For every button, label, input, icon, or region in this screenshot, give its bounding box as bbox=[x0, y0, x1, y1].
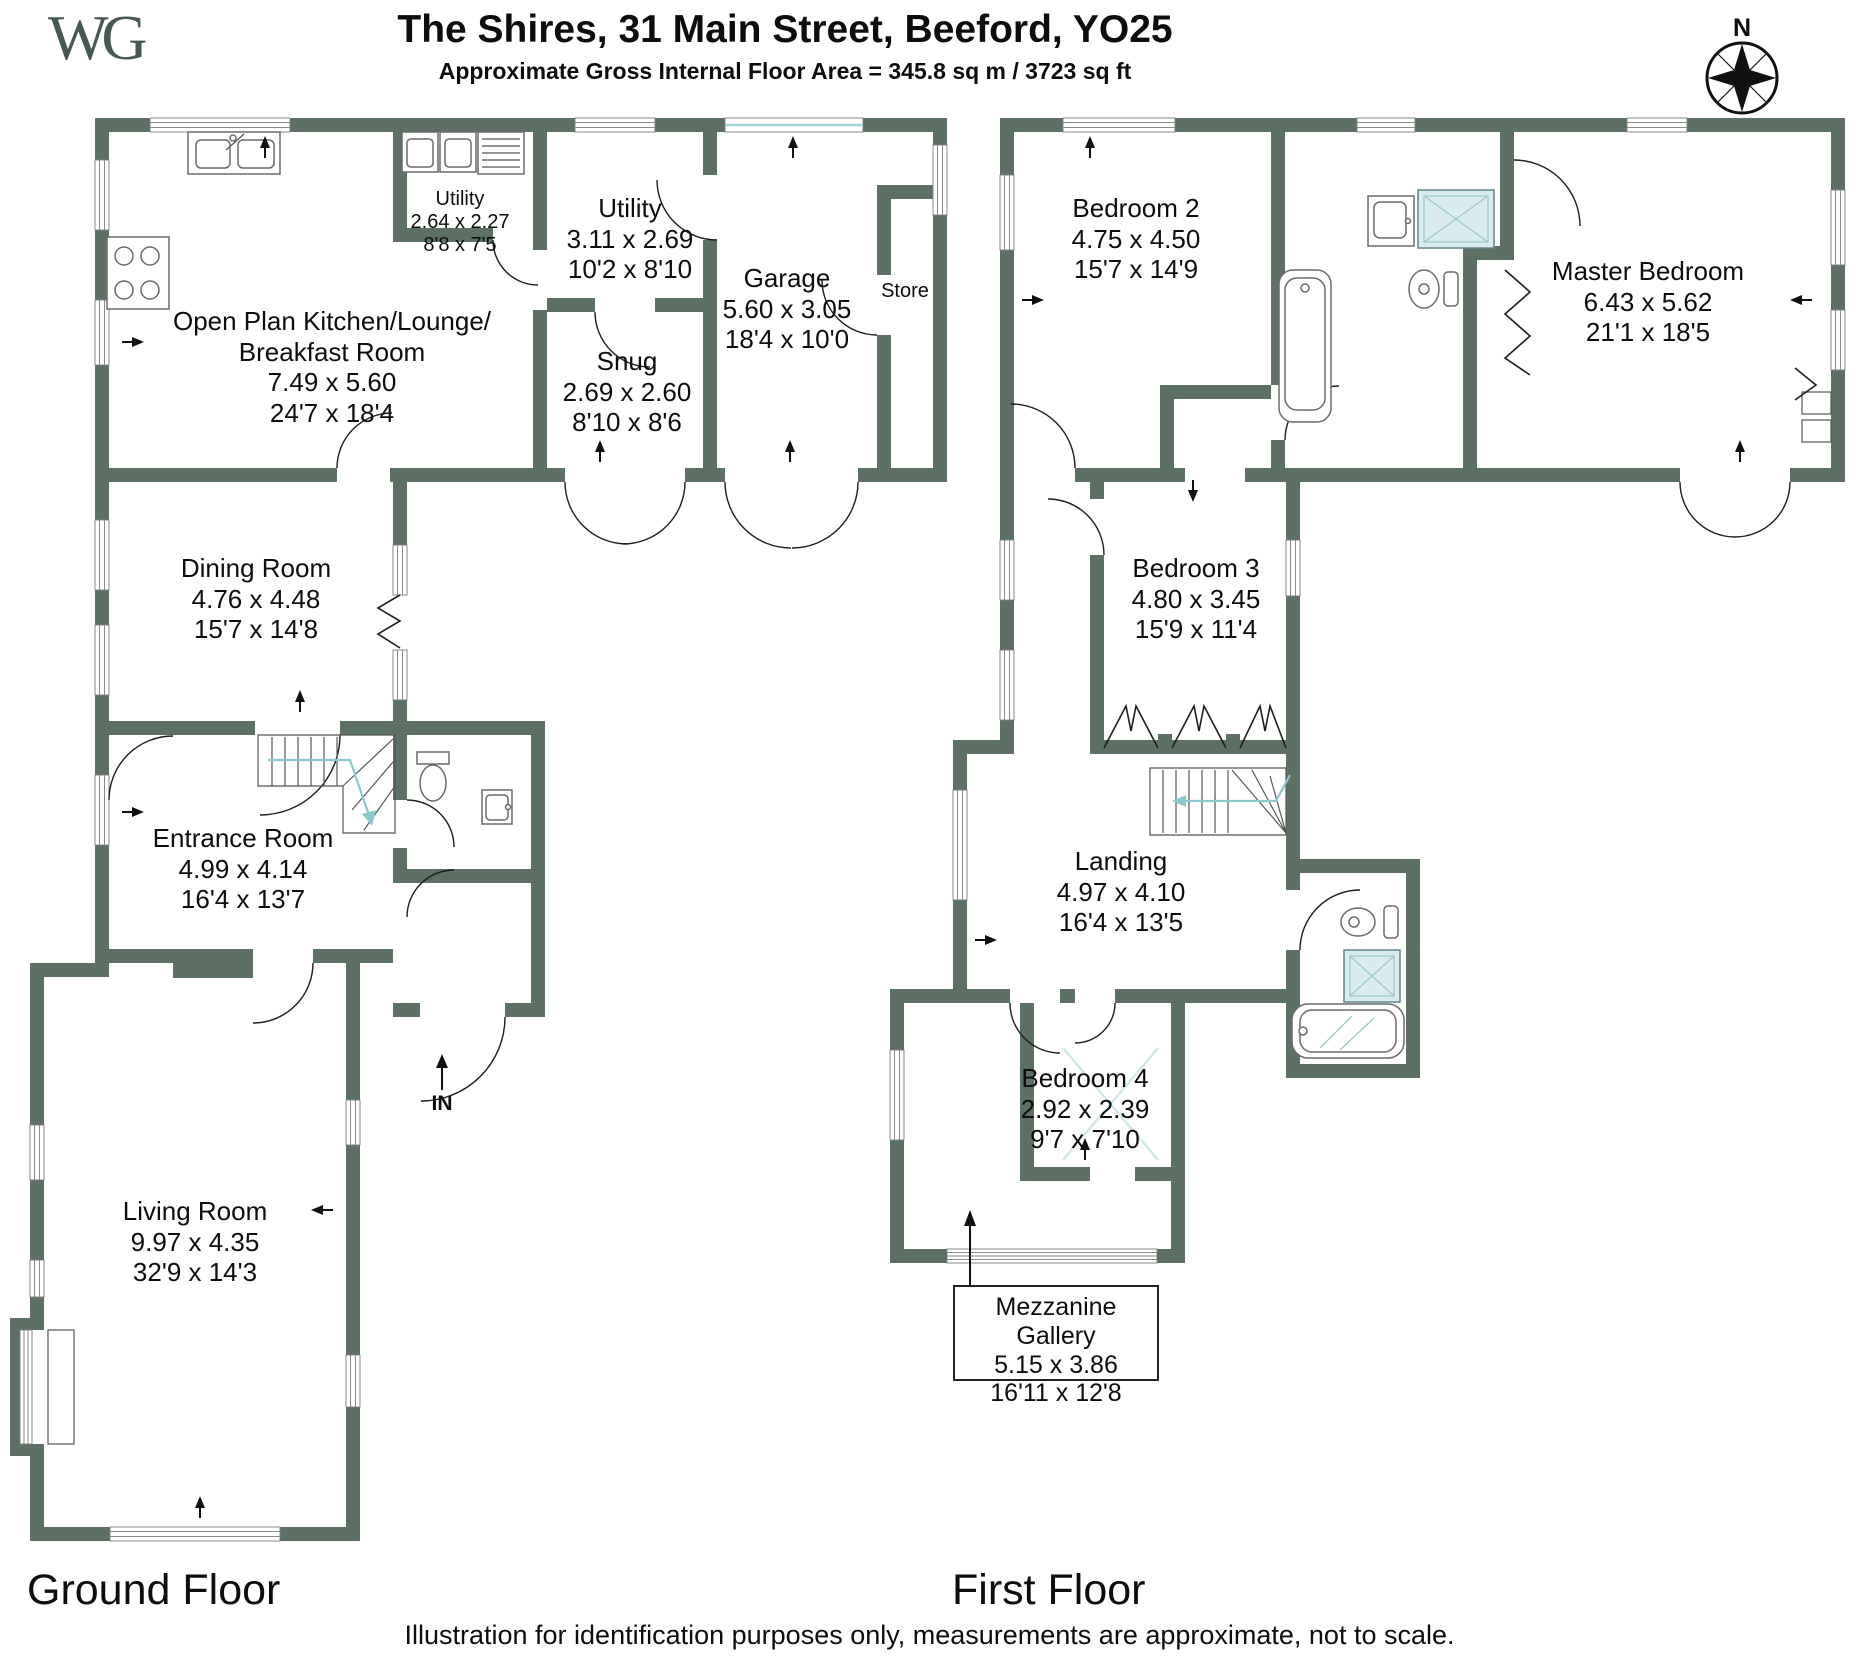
room-label-bedroom4: Bedroom 4 2.92 x 2.39 9'7 x 7'10 bbox=[1020, 1063, 1150, 1155]
wc-toilet-icon bbox=[416, 751, 450, 802]
room-label-snug: Snug 2.69 x 2.60 8'10 x 8'6 bbox=[562, 346, 692, 438]
room-label-mezzanine: Mezzanine Gallery 5.15 x 3.86 16'11 x 12… bbox=[953, 1285, 1159, 1407]
page-title: The Shires, 31 Main Street, Beeford, YO2… bbox=[397, 8, 1173, 51]
room-label-dining: Dining Room 4.76 x 4.48 15'7 x 14'8 bbox=[180, 553, 332, 645]
entry-in-label: IN bbox=[431, 1092, 453, 1115]
first-floor-label: First Floor bbox=[952, 1566, 1146, 1614]
wc-sink-icon bbox=[481, 789, 513, 825]
ground-walls bbox=[10, 118, 947, 1541]
compass-north-label: N bbox=[1732, 14, 1752, 42]
first-doors bbox=[1009, 159, 1832, 1054]
room-label-landing: Landing 4.97 x 4.10 16'4 x 13'5 bbox=[1056, 846, 1186, 938]
room-label-utility-small: Utility 2.64 x 2.27 8'8 x 7'5 bbox=[410, 188, 510, 256]
bathtub-icon bbox=[1278, 269, 1332, 423]
toilet2-icon bbox=[1340, 905, 1399, 939]
room-label-living: Living Room 9.97 x 4.35 32'9 x 14'3 bbox=[122, 1196, 268, 1288]
ground-floor-plan bbox=[10, 117, 948, 1542]
ground-windows bbox=[19, 117, 948, 1542]
first-walls bbox=[890, 118, 1845, 1263]
utility-sink-icon bbox=[401, 131, 525, 175]
basin-icon bbox=[1367, 195, 1415, 247]
first-arrows bbox=[975, 136, 1812, 1160]
first-fixtures bbox=[964, 189, 1495, 1285]
room-label-bedroom2: Bedroom 2 4.75 x 4.50 15'7 x 14'9 bbox=[1071, 193, 1201, 285]
shower2-icon bbox=[1343, 949, 1401, 1003]
first-stairs bbox=[1149, 767, 1291, 836]
ground-arrows bbox=[122, 136, 798, 1518]
hob-icon bbox=[106, 236, 170, 310]
ground-doors bbox=[108, 179, 878, 1102]
ground-stairs bbox=[257, 734, 396, 834]
bathtub2-icon bbox=[1291, 1003, 1405, 1059]
room-label-entrance: Entrance Room 4.99 x 4.14 16'4 x 13'7 bbox=[152, 823, 334, 915]
floor-area-subtitle: Approximate Gross Internal Floor Area = … bbox=[438, 58, 1132, 84]
disclaimer-text: Illustration for identification purposes… bbox=[404, 1620, 1455, 1650]
kitchen-sink-icon bbox=[187, 131, 281, 175]
room-label-kitchen: Open Plan Kitchen/Lounge/ Breakfast Room… bbox=[172, 306, 492, 429]
room-label-bedroom3: Bedroom 3 4.80 x 3.45 15'9 x 11'4 bbox=[1131, 553, 1261, 645]
toilet-icon bbox=[1408, 269, 1459, 309]
room-label-utility: Utility 3.11 x 2.69 10'2 x 8'10 bbox=[566, 193, 694, 285]
agency-logo: WG bbox=[48, 2, 148, 73]
compass-icon bbox=[1705, 41, 1779, 115]
first-floor-plan bbox=[889, 117, 1846, 1285]
first-windows bbox=[889, 117, 1846, 1264]
ground-floor-label: Ground Floor bbox=[27, 1566, 281, 1614]
room-label-store: Store bbox=[881, 280, 929, 302]
shower-icon bbox=[1417, 189, 1495, 249]
room-label-garage: Garage 5.60 x 3.05 18'4 x 10'0 bbox=[722, 263, 852, 355]
room-label-master: Master Bedroom 6.43 x 5.62 21'1 x 18'5 bbox=[1551, 256, 1745, 348]
